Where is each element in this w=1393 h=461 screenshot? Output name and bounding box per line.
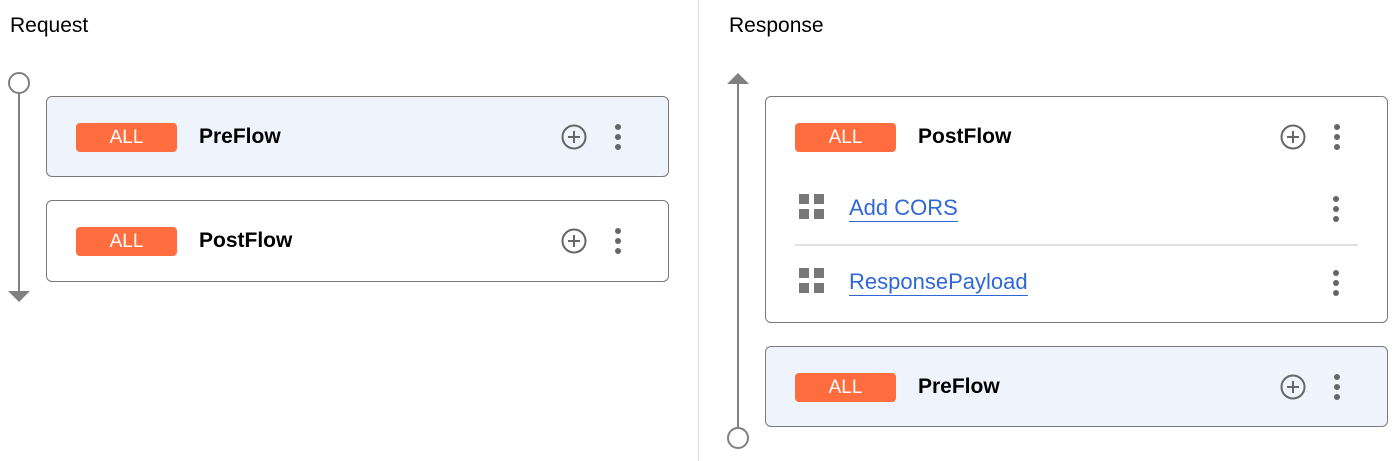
more-options-icon[interactable]: [1332, 269, 1340, 297]
more-options-icon[interactable]: [1332, 195, 1340, 223]
method-badge: ALL: [795, 373, 896, 402]
response-timeline: [737, 83, 739, 429]
policy-icon: [799, 268, 825, 294]
request-preflow-card[interactable]: ALL PreFlow: [46, 96, 669, 177]
more-options-icon[interactable]: [1333, 373, 1341, 401]
request-title: Request: [10, 14, 89, 37]
add-step-icon[interactable]: [560, 227, 588, 255]
flow-name: PostFlow: [918, 125, 1012, 148]
policy-link-add-cors[interactable]: Add CORS: [849, 195, 958, 222]
add-step-icon[interactable]: [1279, 373, 1307, 401]
add-step-icon[interactable]: [560, 123, 588, 151]
timeline-end-icon: [727, 427, 749, 449]
response-postflow-card[interactable]: ALL PostFlow Add CORS ResponsePayload: [765, 96, 1388, 323]
more-options-icon[interactable]: [614, 123, 622, 151]
arrow-down-icon: [8, 291, 30, 302]
policy-separator: [795, 244, 1358, 246]
more-options-icon[interactable]: [1333, 123, 1341, 151]
policy-link-response-payload[interactable]: ResponsePayload: [849, 269, 1028, 296]
response-title: Response: [729, 14, 824, 37]
arrow-up-icon: [727, 73, 749, 84]
timeline-start-icon: [8, 72, 30, 94]
method-badge: ALL: [76, 227, 177, 256]
flow-name: PostFlow: [199, 229, 293, 252]
method-badge: ALL: [76, 123, 177, 152]
request-timeline: [18, 92, 20, 292]
method-badge: ALL: [795, 123, 896, 152]
request-postflow-card[interactable]: ALL PostFlow: [46, 200, 669, 282]
more-options-icon[interactable]: [614, 227, 622, 255]
flow-name: PreFlow: [918, 375, 1000, 398]
panel-divider: [698, 0, 699, 461]
add-step-icon[interactable]: [1279, 123, 1307, 151]
flow-name: PreFlow: [199, 125, 281, 148]
response-preflow-card[interactable]: ALL PreFlow: [765, 346, 1388, 427]
policy-icon: [799, 194, 825, 220]
